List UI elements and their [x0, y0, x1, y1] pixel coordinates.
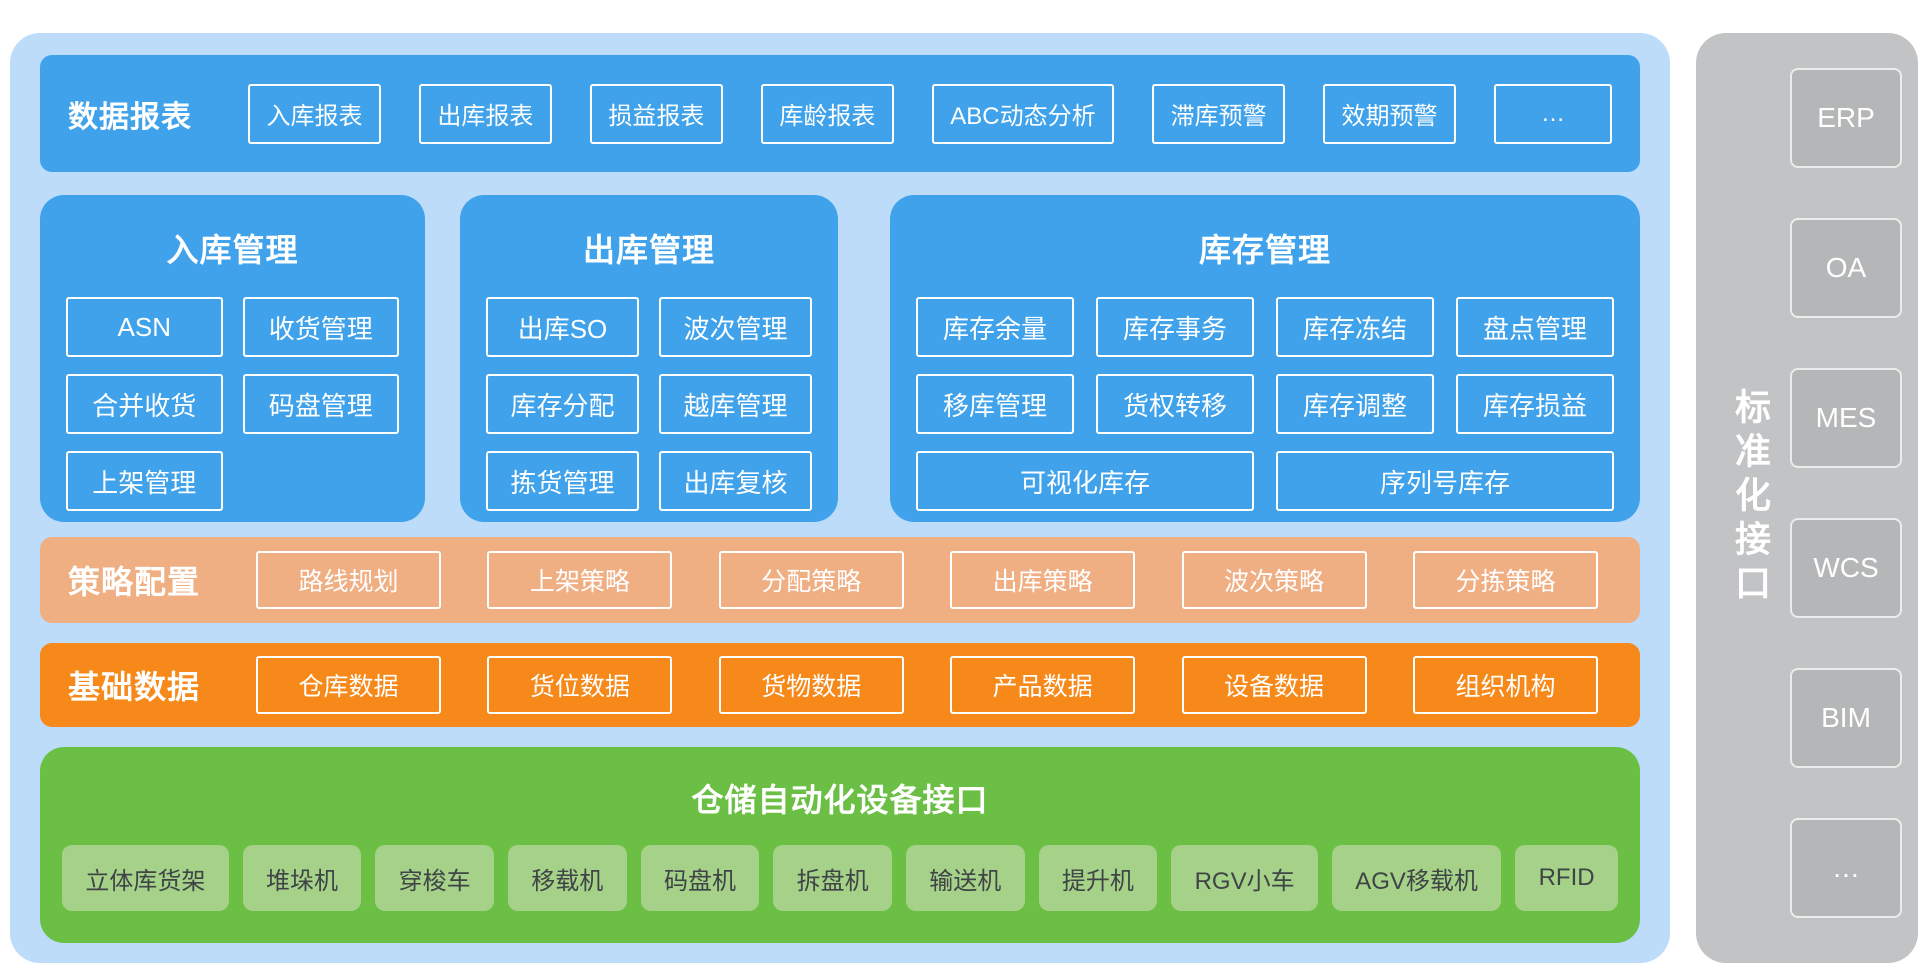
strategy-item: 路线规划 — [256, 551, 441, 609]
standard-interface-items: ERP OA MES WCS BIM … — [1790, 68, 1902, 918]
inventory-item: 货权转移 — [1096, 374, 1254, 434]
interface-system-item: MES — [1790, 368, 1902, 468]
interface-system-item: WCS — [1790, 518, 1902, 618]
base-data-item: 货物数据 — [718, 656, 904, 714]
equipment-item: 码盘机 — [640, 845, 760, 911]
inventory-panel-items: 库存余量库存事务库存冻结盘点管理移库管理货权转移库存调整库存损益 — [916, 297, 1614, 434]
inbound-item: 上架管理 — [66, 451, 223, 511]
equipment-item: 提升机 — [1038, 845, 1158, 911]
inbound-panel-title: 入库管理 — [166, 232, 299, 268]
inventory-item: 盘点管理 — [1456, 297, 1614, 357]
strategy-config-label: 策略配置 — [68, 564, 201, 600]
inventory-management-panel: 库存管理 库存余量库存事务库存冻结盘点管理移库管理货权转移库存调整库存损益 可视… — [890, 195, 1640, 522]
report-item: … — [1494, 83, 1613, 144]
base-data-items: 仓库数据货位数据货物数据产品数据设备数据组织机构 — [256, 656, 1612, 714]
strategy-item: 分拣策略 — [1412, 551, 1598, 609]
standard-interface-sidebar: 标准化接口 ERP OA MES WCS BIM … — [1696, 33, 1918, 963]
interface-system-item: OA — [1790, 218, 1902, 318]
inbound-item: 收货管理 — [242, 297, 399, 357]
inventory-wide-item: 可视化库存 — [916, 451, 1254, 511]
outbound-item: 拣货管理 — [486, 451, 639, 511]
equipment-item: 穿梭车 — [375, 845, 494, 911]
data-reports-bar: 数据报表 入库报表出库报表损益报表库龄报表 ABC动态分析滞库预警效期预警 … — [40, 55, 1640, 172]
equipment-item: AGV移载机 — [1331, 845, 1502, 911]
report-item: 库龄报表 — [760, 83, 894, 144]
main-container: 数据报表 入库报表出库报表损益报表库龄报表 ABC动态分析滞库预警效期预警 … 入库… — [10, 33, 1670, 963]
outbound-item: 越库管理 — [659, 374, 812, 434]
inbound-item: 合并收货 — [66, 374, 223, 434]
strategy-item: 出库策略 — [950, 551, 1136, 609]
interface-system-item: BIM — [1790, 668, 1902, 768]
inventory-item: 库存余量 — [916, 297, 1074, 357]
base-data-item: 仓库数据 — [256, 656, 441, 714]
standard-interface-label: 标准化接口 — [1730, 388, 1771, 608]
interface-system-item: … — [1790, 818, 1902, 918]
report-item: 损益报表 — [589, 83, 723, 144]
equipment-item: 立体库货架 — [62, 845, 229, 911]
inventory-item: 库存冻结 — [1276, 297, 1434, 357]
data-reports-items: 入库报表出库报表损益报表库龄报表 ABC动态分析滞库预警效期预警 … — [248, 83, 1613, 144]
inbound-item: ASN — [66, 297, 223, 357]
report-item: 滞库预警 — [1152, 83, 1286, 144]
inventory-wide-item: 序列号库存 — [1276, 451, 1614, 511]
inventory-panel-title: 库存管理 — [1198, 232, 1331, 268]
inventory-item: 库存事务 — [1096, 297, 1254, 357]
report-item: 效期预警 — [1323, 83, 1457, 144]
base-data-item: 货位数据 — [487, 656, 673, 714]
strategy-item: 分配策略 — [718, 551, 904, 609]
equipment-item: 输送机 — [905, 845, 1025, 911]
inventory-panel-wide-items: 可视化库存序列号库存 — [916, 451, 1614, 511]
report-item: 出库报表 — [418, 83, 552, 144]
report-item: ABC动态分析 — [931, 83, 1115, 144]
equipment-item: 堆垛机 — [242, 845, 362, 911]
base-data-item: 组织机构 — [1412, 656, 1598, 714]
base-data-item: 设备数据 — [1181, 656, 1367, 714]
equipment-item: RGV小车 — [1171, 845, 1318, 911]
automation-interface-title: 仓储自动化设备接口 — [691, 782, 989, 818]
outbound-item: 波次管理 — [659, 297, 812, 357]
strategy-config-items: 路线规划上架策略分配策略出库策略波次策略分拣策略 — [256, 551, 1612, 609]
inbound-management-panel: 入库管理 ASN 收货管理合并收货码盘管理上架管理 — [40, 195, 425, 522]
inbound-item: 码盘管理 — [242, 374, 399, 434]
outbound-management-panel: 出库管理 出库SO 波次管理库存分配越库管理拣货管理出库复核 — [460, 195, 838, 522]
equipment-item: RFID — [1515, 845, 1618, 911]
interface-system-item: ERP — [1790, 68, 1902, 168]
inventory-item: 库存调整 — [1276, 374, 1434, 434]
data-reports-label: 数据报表 — [68, 100, 192, 134]
equipment-item: 拆盘机 — [773, 845, 892, 911]
strategy-item: 波次策略 — [1181, 551, 1367, 609]
inventory-item: 库存损益 — [1456, 374, 1614, 434]
base-data-item: 产品数据 — [950, 656, 1136, 714]
outbound-item: 库存分配 — [486, 374, 639, 434]
strategy-config-bar: 策略配置 路线规划上架策略分配策略出库策略波次策略分拣策略 — [40, 537, 1640, 623]
outbound-panel-items: 出库SO 波次管理库存分配越库管理拣货管理出库复核 — [486, 297, 812, 511]
base-data-bar: 基础数据 仓库数据货位数据货物数据产品数据设备数据组织机构 — [40, 643, 1640, 727]
report-item: 入库报表 — [248, 83, 381, 144]
outbound-item: 出库复核 — [659, 451, 812, 511]
inbound-panel-items: ASN 收货管理合并收货码盘管理上架管理 — [66, 297, 399, 511]
inventory-item: 移库管理 — [916, 374, 1074, 434]
outbound-item: 出库SO — [486, 297, 639, 357]
equipment-item: 移载机 — [507, 845, 627, 911]
outbound-panel-title: 出库管理 — [582, 232, 715, 268]
strategy-item: 上架策略 — [487, 551, 673, 609]
base-data-label: 基础数据 — [68, 669, 201, 705]
